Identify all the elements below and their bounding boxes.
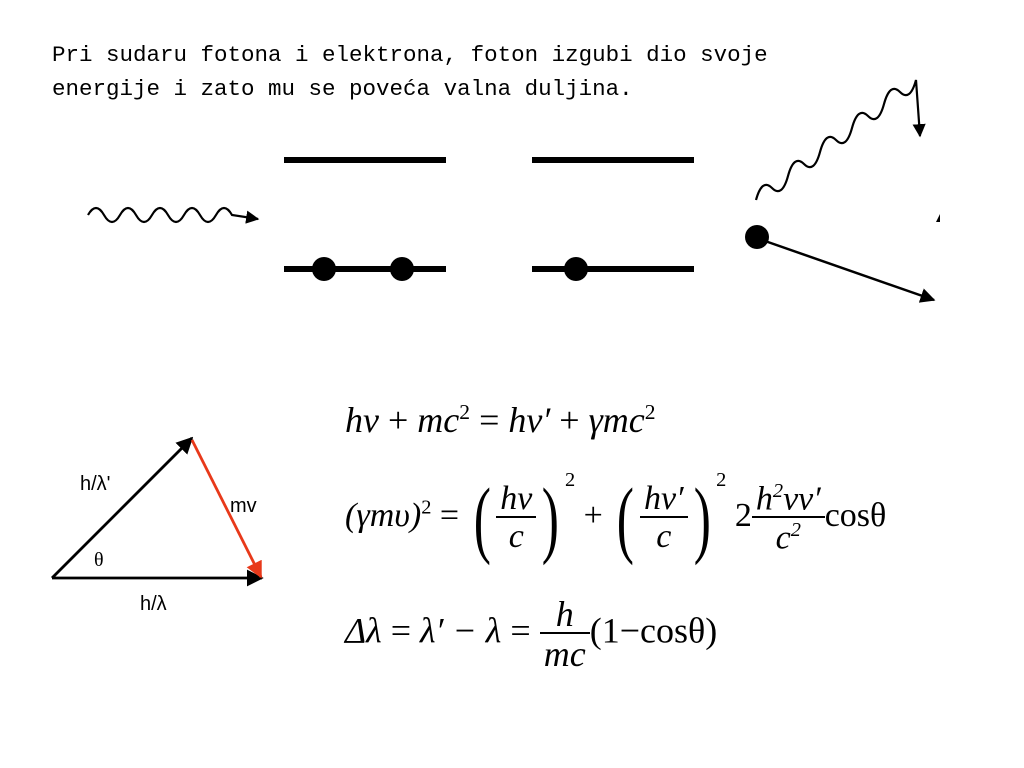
eq2-equals: = [439, 497, 460, 534]
intro-text: Pri sudaru fotona i elektrona, foton izg… [52, 38, 992, 106]
scattered-momentum-vector [51, 436, 194, 579]
eq2-exp-lhs: 2 [421, 496, 432, 519]
eq1-lhs-rest: mc [417, 400, 460, 440]
eq3-lhs: Δλ [345, 610, 382, 651]
label-incident-momentum: h/λ [140, 593, 167, 615]
eq2-cos: cosθ [824, 497, 887, 534]
eq2-frac3-num: h [755, 480, 773, 518]
eq2-frac3-exp: 2 [772, 479, 784, 502]
eq2-frac3-den-exp: 2 [790, 519, 801, 542]
eq2-frac1-num: hν [500, 480, 533, 518]
eq3-equals-1: = [390, 610, 412, 651]
scattered-photon-wave [754, 79, 926, 201]
label-scattered-momentum: h/λ' [80, 473, 111, 495]
intro-line-1: Pri sudaru fotona i elektrona, foton izg… [52, 42, 768, 68]
label-electron-momentum: mv [230, 495, 257, 517]
eq2-coef: 2 [734, 497, 752, 534]
eq3-rhs: (1−cosθ) [589, 610, 718, 651]
eq2-frac2-den: c [640, 516, 688, 554]
intro-line-2: energije i zato mu se poveća valna dulji… [52, 76, 633, 102]
eq2-lhs: (γmυ) [345, 497, 422, 534]
eq1-exp-1: 2 [459, 400, 471, 424]
eq2-frac-scattered: hν′c [640, 482, 688, 554]
eq2-frac1-den: c [496, 516, 537, 554]
eq1-rhs-photon: hν′ [508, 400, 551, 440]
eq1-plus-2: + [559, 400, 580, 440]
energy-equation: hν + mc2 = hν′ + γmc2 [345, 400, 656, 440]
edge-arrow-fragment [936, 214, 940, 222]
eq2-frac-cross: h2νν′c2 [751, 479, 825, 557]
eq1-plus-1: + [387, 400, 409, 440]
eq2-frac3-num-rest: νν′ [783, 480, 821, 518]
electron-2 [564, 257, 588, 281]
eq1-rhs-electron: γmc [588, 400, 645, 440]
eq2-frac2-num: hν′ [644, 480, 684, 518]
eq1-equals: = [479, 400, 500, 440]
eq2-exp-2: 2 [716, 469, 727, 491]
eq2-plus: + [583, 497, 603, 534]
eq1-lhs-photon: hν [345, 400, 379, 440]
eq3-frac-den: mc [539, 632, 590, 672]
recoil-electron [745, 225, 769, 249]
label-angle: θ [94, 549, 104, 571]
eq3-frac-num: h [555, 594, 574, 634]
eq2-frac3-den: c [775, 519, 791, 557]
eq3-equals-2: = [510, 610, 531, 651]
electron-momentum-vector [190, 439, 263, 579]
incident-photon-wave [87, 206, 260, 224]
electron-1a [312, 257, 336, 281]
electron-1b [390, 257, 414, 281]
eq1-exp-2: 2 [644, 400, 656, 424]
eq3-mid: λ′ − λ [420, 610, 502, 651]
recoil-electron-path [764, 239, 936, 303]
eq2-exp-1: 2 [564, 469, 576, 491]
